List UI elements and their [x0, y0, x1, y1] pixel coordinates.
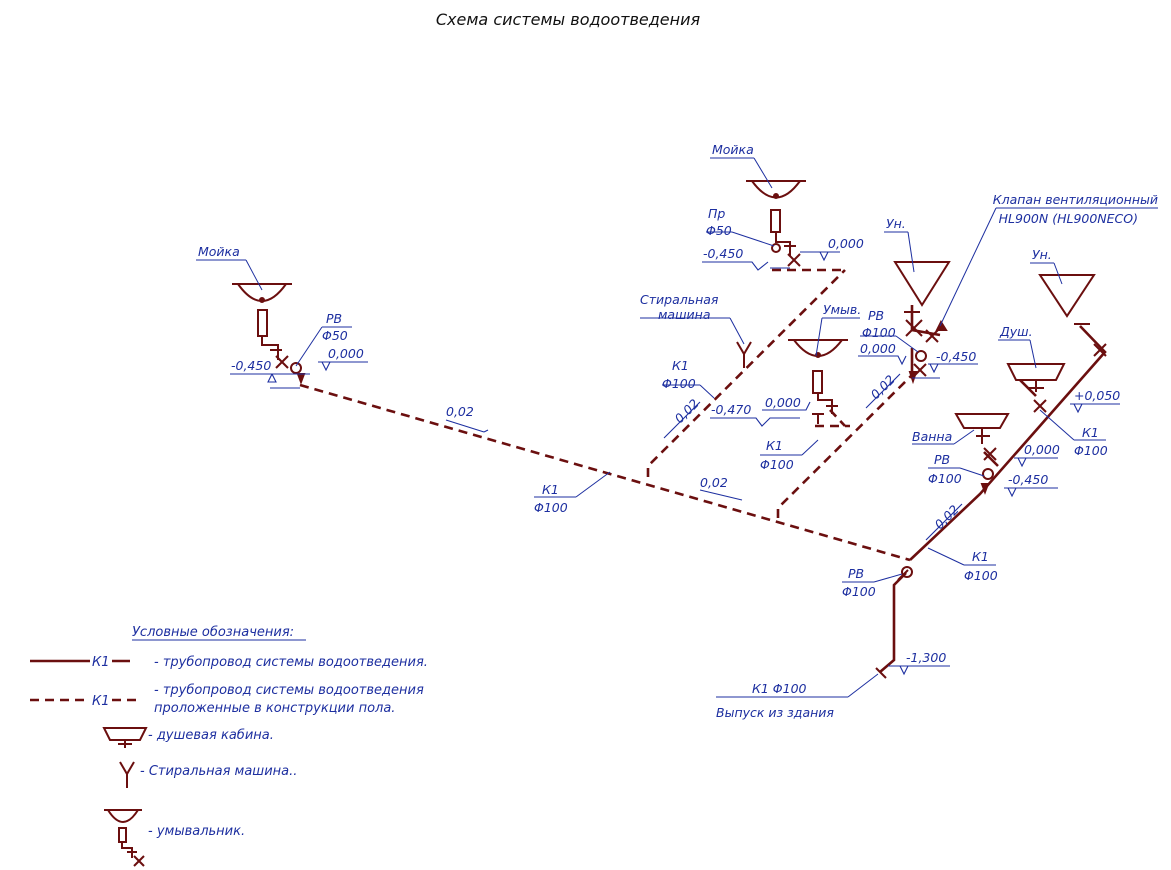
- d100-main-label: Φ100: [842, 584, 876, 599]
- legend-dashed-code: К1: [92, 694, 110, 709]
- diagram-title: Схема системы водоотведения: [436, 10, 701, 29]
- legend-washer-desc: - Стиральная машина..: [140, 764, 297, 779]
- d100-bath-label: Φ100: [928, 471, 962, 486]
- rv-bath-label: РВ: [934, 452, 950, 467]
- shower-label: Душ.: [999, 324, 1033, 339]
- legend-solid-desc: - трубопровод системы водоотведения.: [154, 655, 428, 670]
- legend-basin-desc: - умывальник.: [148, 824, 245, 839]
- slope-basin-label: 0,02: [868, 372, 898, 402]
- valve-label-2: HL900N (HL900NECO): [999, 211, 1138, 226]
- legend-solid-code: К1: [92, 655, 110, 670]
- washer-label-1: Стиральная: [640, 292, 719, 307]
- elev-shower-p0050: +0,050: [1074, 388, 1120, 403]
- legend-basin-icon: [104, 809, 145, 867]
- valve-label-1: Клапан вентиляционный: [993, 192, 1158, 207]
- bath-label: Ванна: [912, 429, 952, 444]
- washer-label-2: машина: [658, 307, 710, 322]
- elev-bath-0000: 0,000: [1024, 442, 1060, 457]
- elev-outlet-m1300: -1,300: [906, 650, 946, 665]
- pipes: [299, 268, 1107, 673]
- elev-top-m0450: -0,450: [703, 246, 743, 261]
- sink-top-label: Мойка: [712, 142, 754, 157]
- legend: Условные обозначения: К1 - трубопровод с…: [30, 625, 428, 867]
- wc1-label: Ун.: [886, 216, 906, 231]
- legend-dashed-desc-1: - трубопровод системы водоотведения: [154, 683, 424, 698]
- legend-dashed-desc-2: проложенные в конструкции пола.: [154, 701, 395, 716]
- rv-left-label: РВ: [326, 311, 342, 326]
- sink-left-icon: [232, 283, 306, 385]
- revision-main-icon: [897, 566, 913, 581]
- legend-heading: Условные обозначения:: [132, 625, 294, 640]
- d100-junction-label: Φ100: [964, 568, 998, 583]
- bath-branch: [983, 451, 999, 467]
- legend-shower-desc: - душевая кабина.: [148, 728, 274, 743]
- rv-wc1-label: РВ: [868, 308, 884, 323]
- d100-right-label: Φ100: [1074, 443, 1108, 458]
- elev-basin-m0470: -0,470: [711, 402, 751, 417]
- washbasin-icon: [788, 339, 848, 424]
- d100-main-trunk-label: Φ100: [534, 500, 568, 515]
- elev-wc1-m0450: -0,450: [936, 349, 976, 364]
- d50-left-label: Φ50: [322, 328, 348, 343]
- d100-wc1-label: Φ100: [862, 325, 896, 340]
- pr-label: Пр: [708, 206, 725, 221]
- d100-washer-label: Φ100: [662, 376, 696, 391]
- elev-basin-0000: 0,000: [765, 395, 801, 410]
- sink-top-icon: [746, 180, 806, 267]
- outlet-label-2: Выпуск из здания: [716, 705, 834, 720]
- sink-left-label: Мойка: [198, 244, 240, 259]
- rv-main-label: РВ: [848, 566, 864, 581]
- bath-icon: [954, 413, 1010, 495]
- k1-junction-label: К1: [972, 549, 989, 564]
- pipe-crossings: [875, 363, 927, 679]
- d50-top-label: Φ50: [706, 223, 732, 238]
- k1-washer-label: К1: [672, 358, 689, 373]
- outlet-label-1: К1 Φ100: [752, 681, 807, 696]
- toilet-2-icon: [1038, 274, 1107, 357]
- elev-bath-m0450: -0,450: [1008, 472, 1048, 487]
- toilet-1-icon: [893, 261, 951, 385]
- washer-icon: [736, 341, 752, 368]
- k1-right-label: К1: [1082, 425, 1099, 440]
- elev-left-m0450: -0,450: [231, 358, 271, 373]
- branch-kitchen-washer: [646, 269, 846, 477]
- k1-basin-label: К1: [766, 438, 783, 453]
- legend-washer-icon: [119, 761, 135, 788]
- elev-wc1-0000: 0,000: [860, 341, 896, 356]
- right-riser: [909, 325, 1107, 561]
- elev-top-0000: 0,000: [828, 236, 864, 251]
- k1-main-label: К1: [542, 482, 559, 497]
- slope-washer-label: 0,02: [672, 396, 702, 426]
- outlet-pipe: [879, 572, 907, 673]
- shower-icon: [1006, 363, 1066, 413]
- d100-basin-label: Φ100: [760, 457, 794, 472]
- branch-basin-wc: [776, 374, 913, 518]
- main-trunk-dashed: [299, 383, 911, 562]
- washbasin-label: Умыв.: [823, 302, 861, 317]
- slope-main2-label: 0,02: [700, 475, 728, 490]
- wc2-label: Ун.: [1032, 247, 1052, 262]
- legend-shower-icon: [102, 727, 148, 748]
- slope-main-label: 0,02: [446, 404, 474, 419]
- elev-left-0000: 0,000: [328, 346, 364, 361]
